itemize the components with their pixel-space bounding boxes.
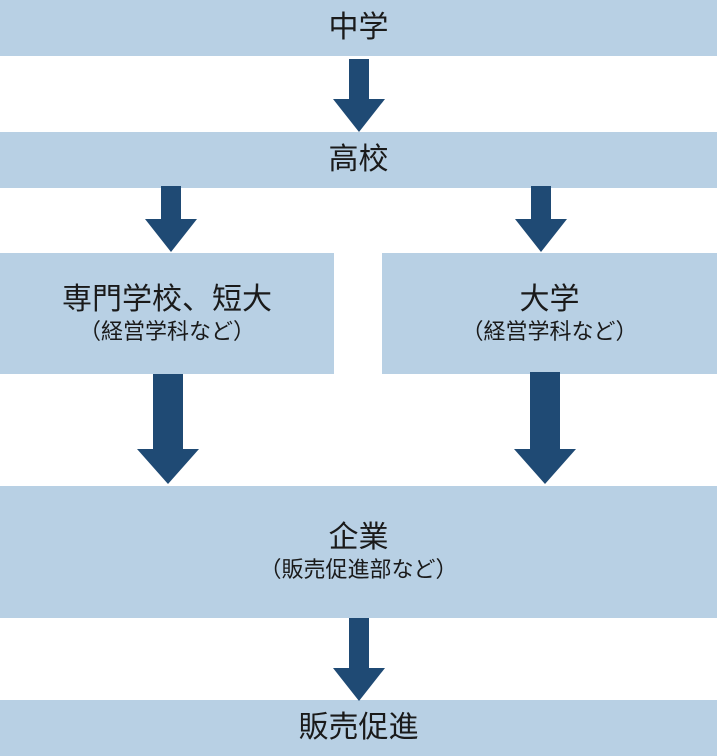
arrow-university-to-company	[514, 372, 576, 484]
node-vocational: 専門学校、短大 （経営学科など）	[0, 253, 334, 374]
node-university: 大学 （経営学科など）	[382, 253, 717, 374]
arrow-junior-high-to-high-school	[333, 59, 385, 132]
node-university-label: 大学	[519, 281, 580, 317]
node-university-sub: （経営学科など）	[461, 319, 638, 345]
arrow-high-school-to-university	[515, 186, 567, 252]
node-sales-promotion: 販売促進	[0, 700, 717, 756]
node-vocational-label: 専門学校、短大	[62, 281, 272, 317]
node-high-school-label: 高校	[328, 142, 389, 177]
arrow-vocational-to-company	[137, 374, 199, 484]
node-company: 企業 （販売促進部など）	[0, 486, 717, 618]
node-high-school: 高校	[0, 132, 717, 188]
node-junior-high-label: 中学	[328, 10, 389, 45]
node-sales-promotion-label: 販売促進	[298, 710, 419, 745]
arrow-company-to-sales-promotion	[333, 618, 385, 701]
node-vocational-sub: （経営学科など）	[78, 319, 255, 345]
arrow-high-school-to-vocational	[145, 186, 197, 252]
node-company-label: 企業	[328, 520, 389, 555]
node-junior-high: 中学	[0, 0, 717, 56]
node-company-sub: （販売促進部など）	[259, 558, 458, 583]
